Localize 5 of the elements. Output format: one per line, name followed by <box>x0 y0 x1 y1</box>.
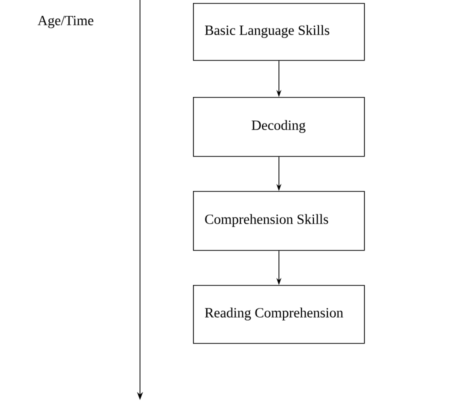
process-box: Decoding <box>193 97 365 157</box>
process-box: Reading Comprehension <box>193 285 365 344</box>
axis-label: Age/Time <box>38 16 94 28</box>
process-box: Comprehension Skills <box>193 191 365 251</box>
process-box: Basic Language Skills <box>193 3 365 61</box>
